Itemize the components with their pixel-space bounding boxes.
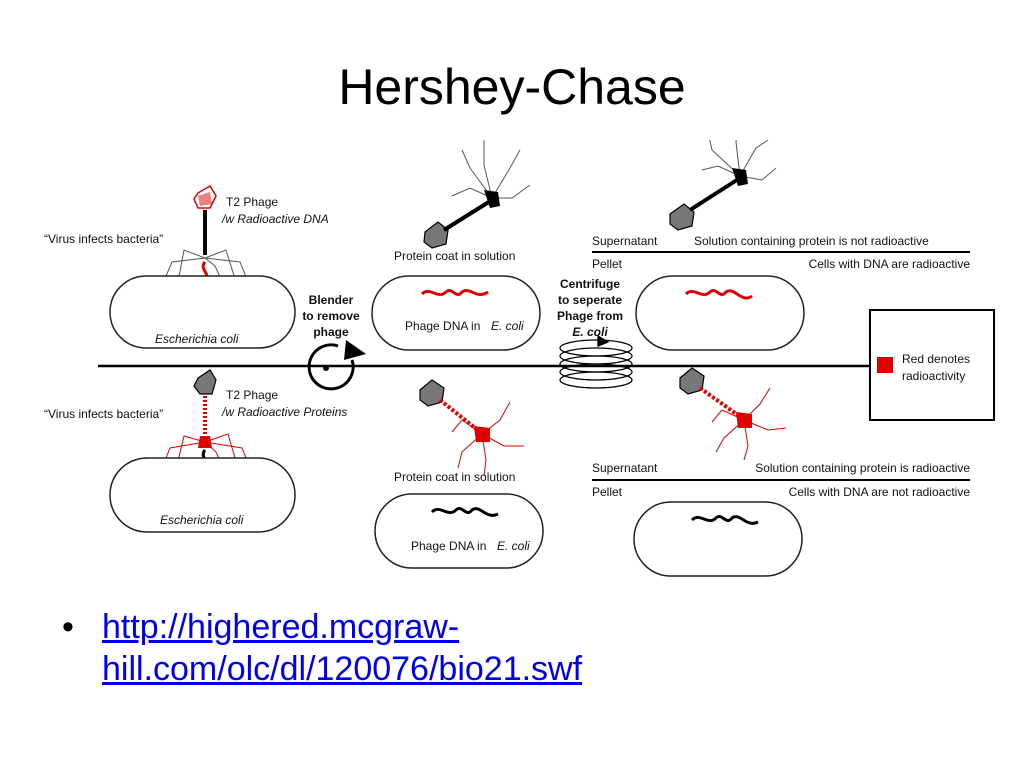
virus-infects-top: “Virus infects bacteria”	[44, 232, 163, 246]
supernatant-label-bottom: Supernatant	[592, 461, 658, 475]
ecoli-cell-bottom-middle	[374, 493, 544, 569]
ecoli-cell-bottom-left	[109, 457, 296, 533]
centrifuge-spiral-icon	[559, 334, 633, 389]
legend-text-2: radioactivity	[902, 369, 965, 383]
phage-label-bottom: T2 Phage	[226, 388, 278, 402]
pellet-desc-top: Cells with DNA are radioactive	[809, 257, 971, 271]
phage-sub-top: /w Radioactive DNA	[221, 212, 329, 226]
phage-dna-top-prefix: Phage DNA in	[405, 319, 480, 333]
supernatant-desc-bottom: Solution containing protein is radioacti…	[755, 461, 970, 475]
ecoli-cell-bottom-right	[633, 501, 803, 577]
bullet-dot: •	[62, 608, 74, 646]
ecoli-cell-top-right	[635, 275, 805, 351]
protein-coat-bottom: Protein coat in solution	[394, 470, 515, 484]
phage-dna-bottom-prefix: Phage DNA in	[411, 539, 486, 553]
supernatant-desc-top: Solution containing protein is not radio…	[694, 234, 929, 248]
virus-infects-bottom: “Virus infects bacteria”	[44, 407, 163, 421]
phage-coat-top-middle	[423, 140, 531, 249]
centrifuge-label-3: Phage from	[557, 309, 623, 323]
ecoli-label-bottom: Escherichia coli	[160, 513, 244, 527]
phage-coat-top-right	[669, 140, 777, 231]
blender-rotation-icon	[307, 340, 366, 391]
pellet-desc-bottom: Cells with DNA are not radioactive	[789, 485, 971, 499]
ecoli-label-top: Escherichia coli	[155, 332, 239, 346]
phage-coat-bottom-middle	[419, 379, 524, 477]
phage-label-top: T2 Phage	[226, 195, 278, 209]
centrifuge-label-2: to seperate	[558, 293, 622, 307]
phage-coat-bottom-right	[679, 367, 787, 461]
centrifuge-label-4: E. coli	[572, 325, 608, 339]
pellet-label-bottom: Pellet	[592, 485, 623, 499]
blender-label-3: phage	[313, 325, 349, 339]
phage-sub-bottom: /w Radioactive Proteins	[221, 405, 347, 419]
ecoli-cell-top-middle	[371, 275, 541, 351]
bio21-swf-link[interactable]: http://highered.mcgraw-hill.com/olc/dl/1…	[102, 608, 583, 688]
slide-title: Hershey-Chase	[338, 59, 686, 115]
phage-dna-top-species: E. coli	[491, 319, 524, 333]
legend-text-1: Red denotes	[902, 352, 970, 366]
blender-label-1: Blender	[309, 293, 354, 307]
blender-label-2: to remove	[302, 309, 360, 323]
supernatant-label-top: Supernatant	[592, 234, 658, 248]
centrifuge-label-1: Centrifuge	[560, 277, 620, 291]
ecoli-cell-top-left	[109, 275, 296, 349]
legend-red-swatch	[877, 357, 893, 373]
hershey-chase-diagram: T2 Phage /w Radioactive DNA “Virus infec…	[44, 140, 995, 577]
pellet-label-top: Pellet	[592, 257, 623, 271]
phage-dna-bottom-species: E. coli	[497, 539, 530, 553]
protein-coat-top: Protein coat in solution	[394, 249, 515, 263]
